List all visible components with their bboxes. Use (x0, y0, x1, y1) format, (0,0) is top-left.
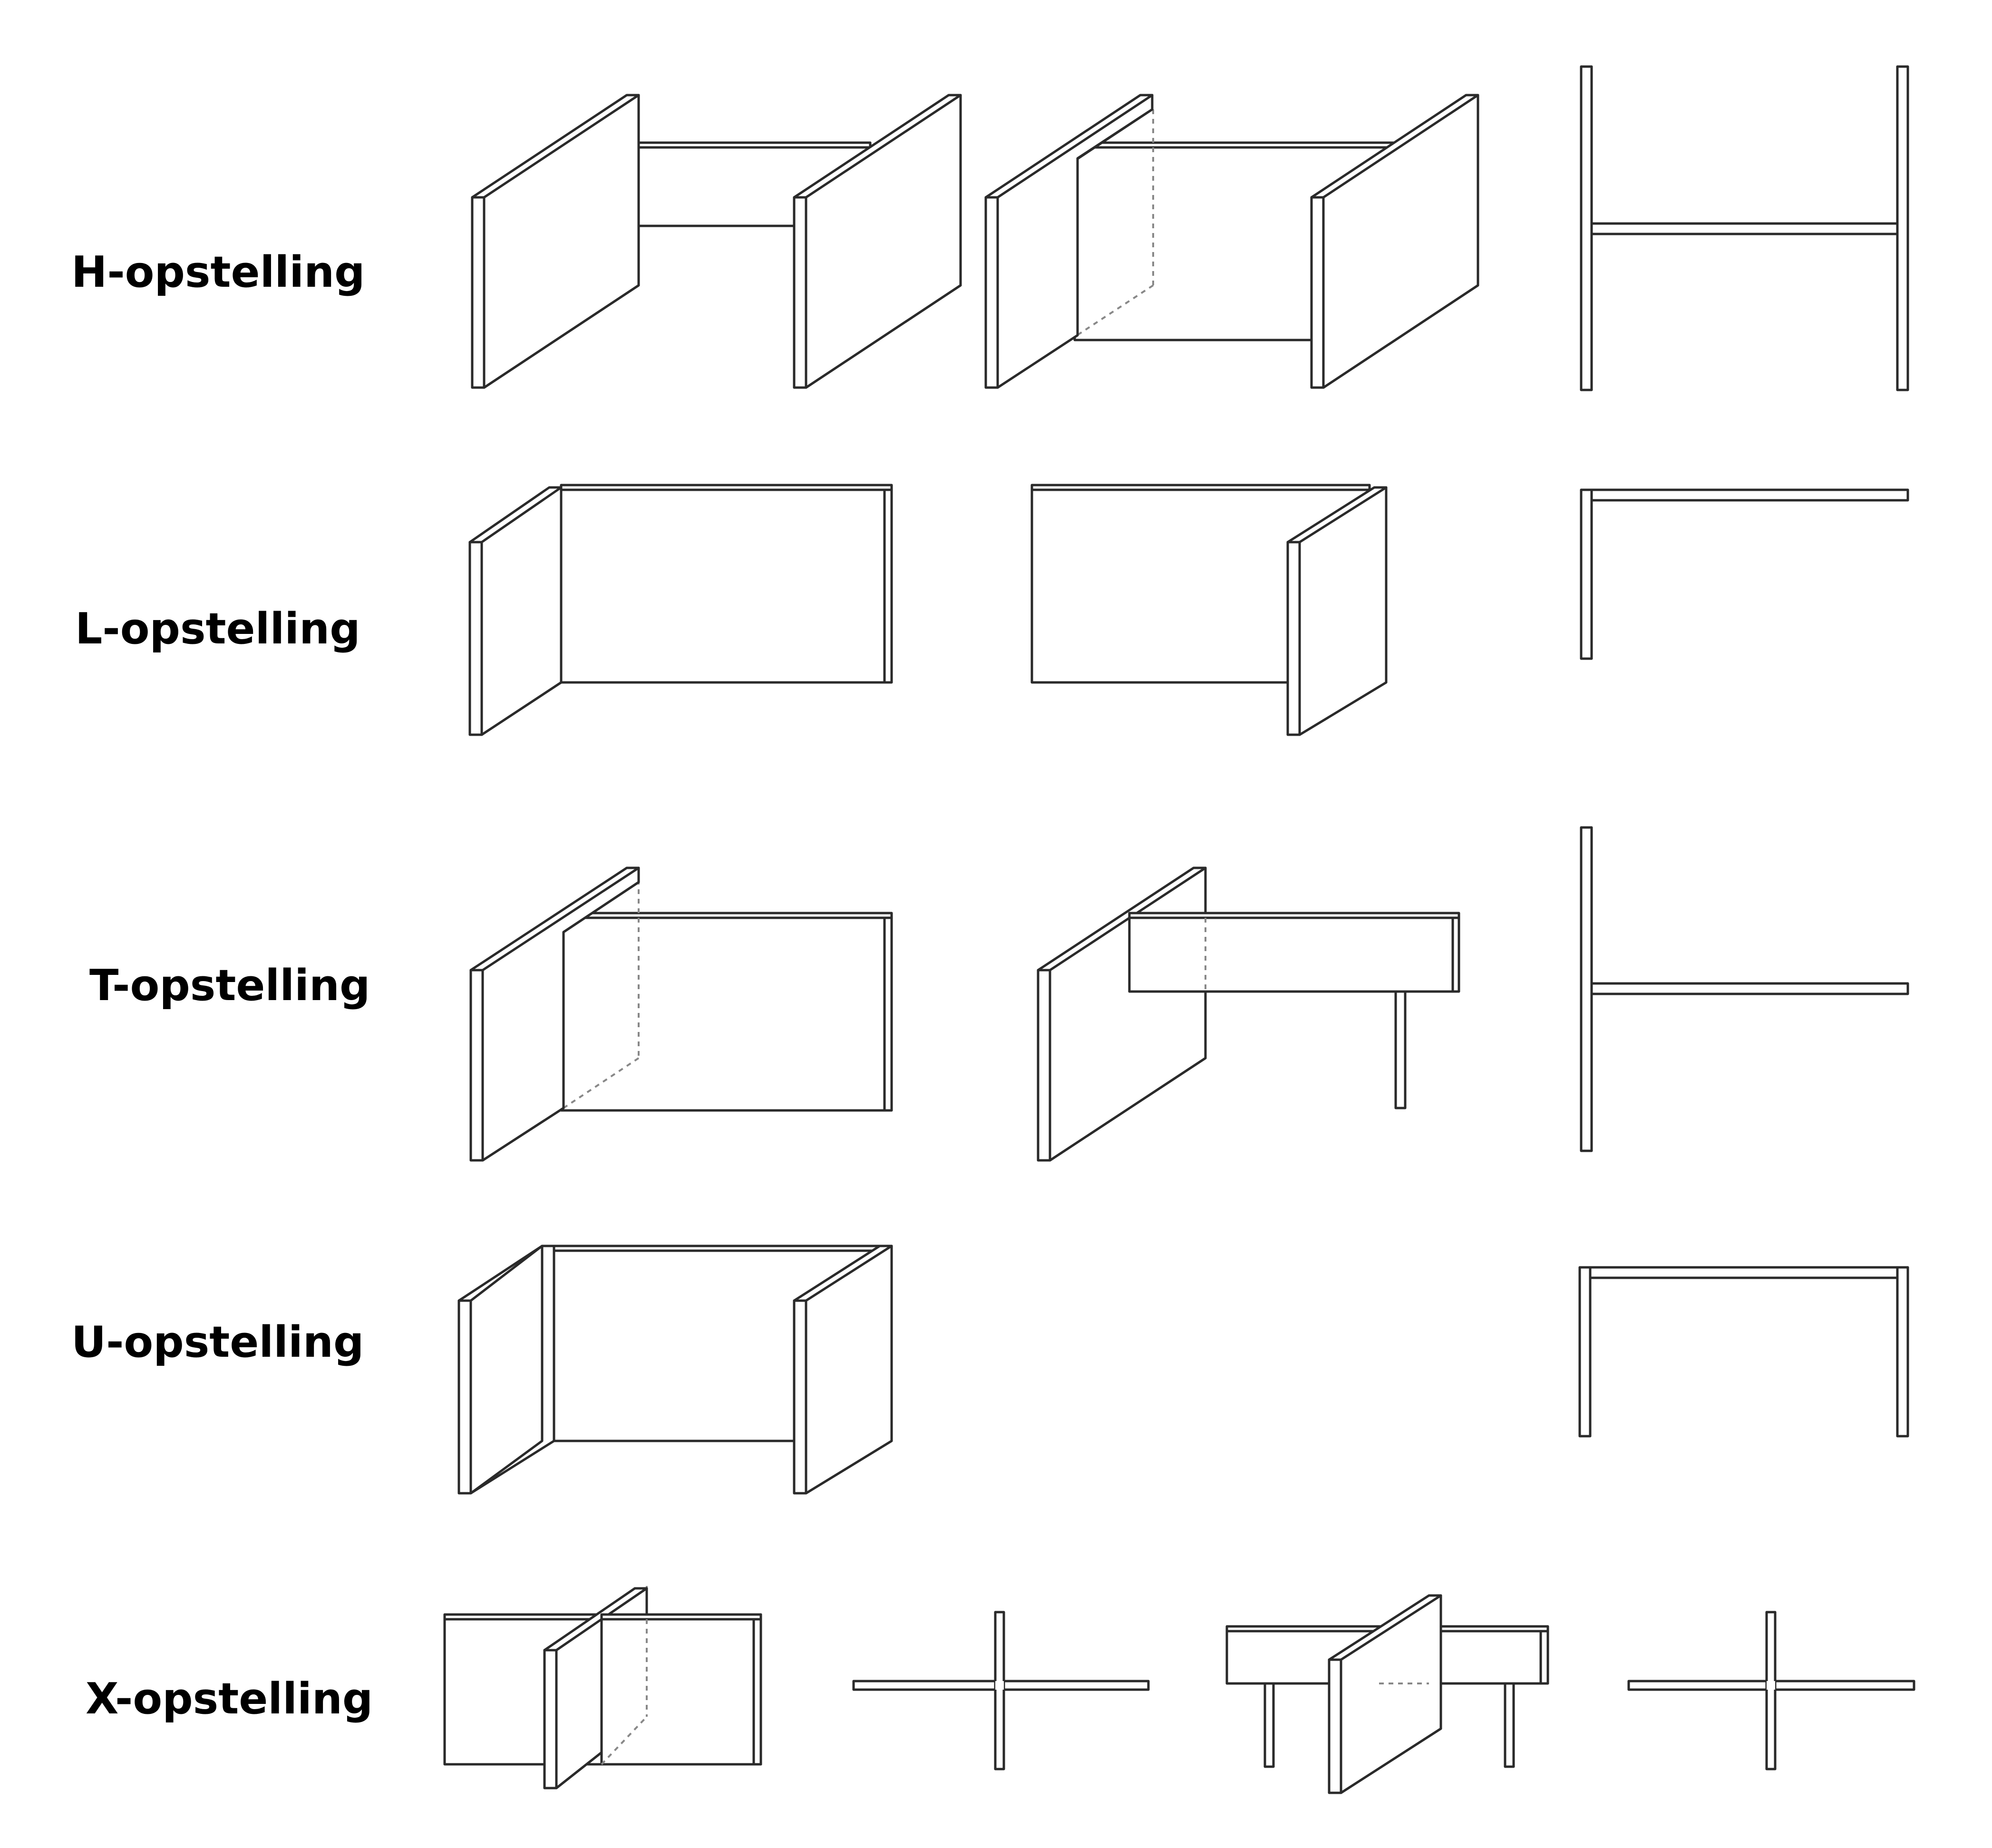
x-opstelling-iso-2 (1225, 1594, 1549, 1794)
l-opstelling-plan (1580, 488, 1909, 660)
u-opstelling-plan (1578, 1266, 1909, 1438)
u-opstelling-iso (457, 1245, 893, 1495)
x-opstelling-iso-1 (443, 1586, 762, 1790)
x-opstelling-plan-2 (1627, 1611, 1915, 1770)
t-opstelling-iso-1 (469, 866, 893, 1162)
h-opstelling-iso-1 (471, 94, 962, 389)
h-opstelling-iso-2 (984, 94, 1479, 389)
label-t-opstelling: T-opstelling (89, 961, 370, 1011)
t-opstelling-plan (1580, 826, 1909, 1152)
l-opstelling-iso-1 (468, 484, 893, 736)
x-opstelling-plan-1 (852, 1611, 1150, 1770)
label-l-opstelling: L-opstelling (75, 604, 360, 654)
label-x-opstelling: X-opstelling (86, 1674, 373, 1724)
label-h-opstelling: H-opstelling (71, 247, 365, 297)
l-opstelling-iso-2 (1030, 484, 1388, 736)
label-u-opstelling: U-opstelling (71, 1317, 364, 1367)
h-opstelling-plan (1580, 65, 1909, 391)
t-opstelling-iso-2 (1037, 866, 1460, 1162)
